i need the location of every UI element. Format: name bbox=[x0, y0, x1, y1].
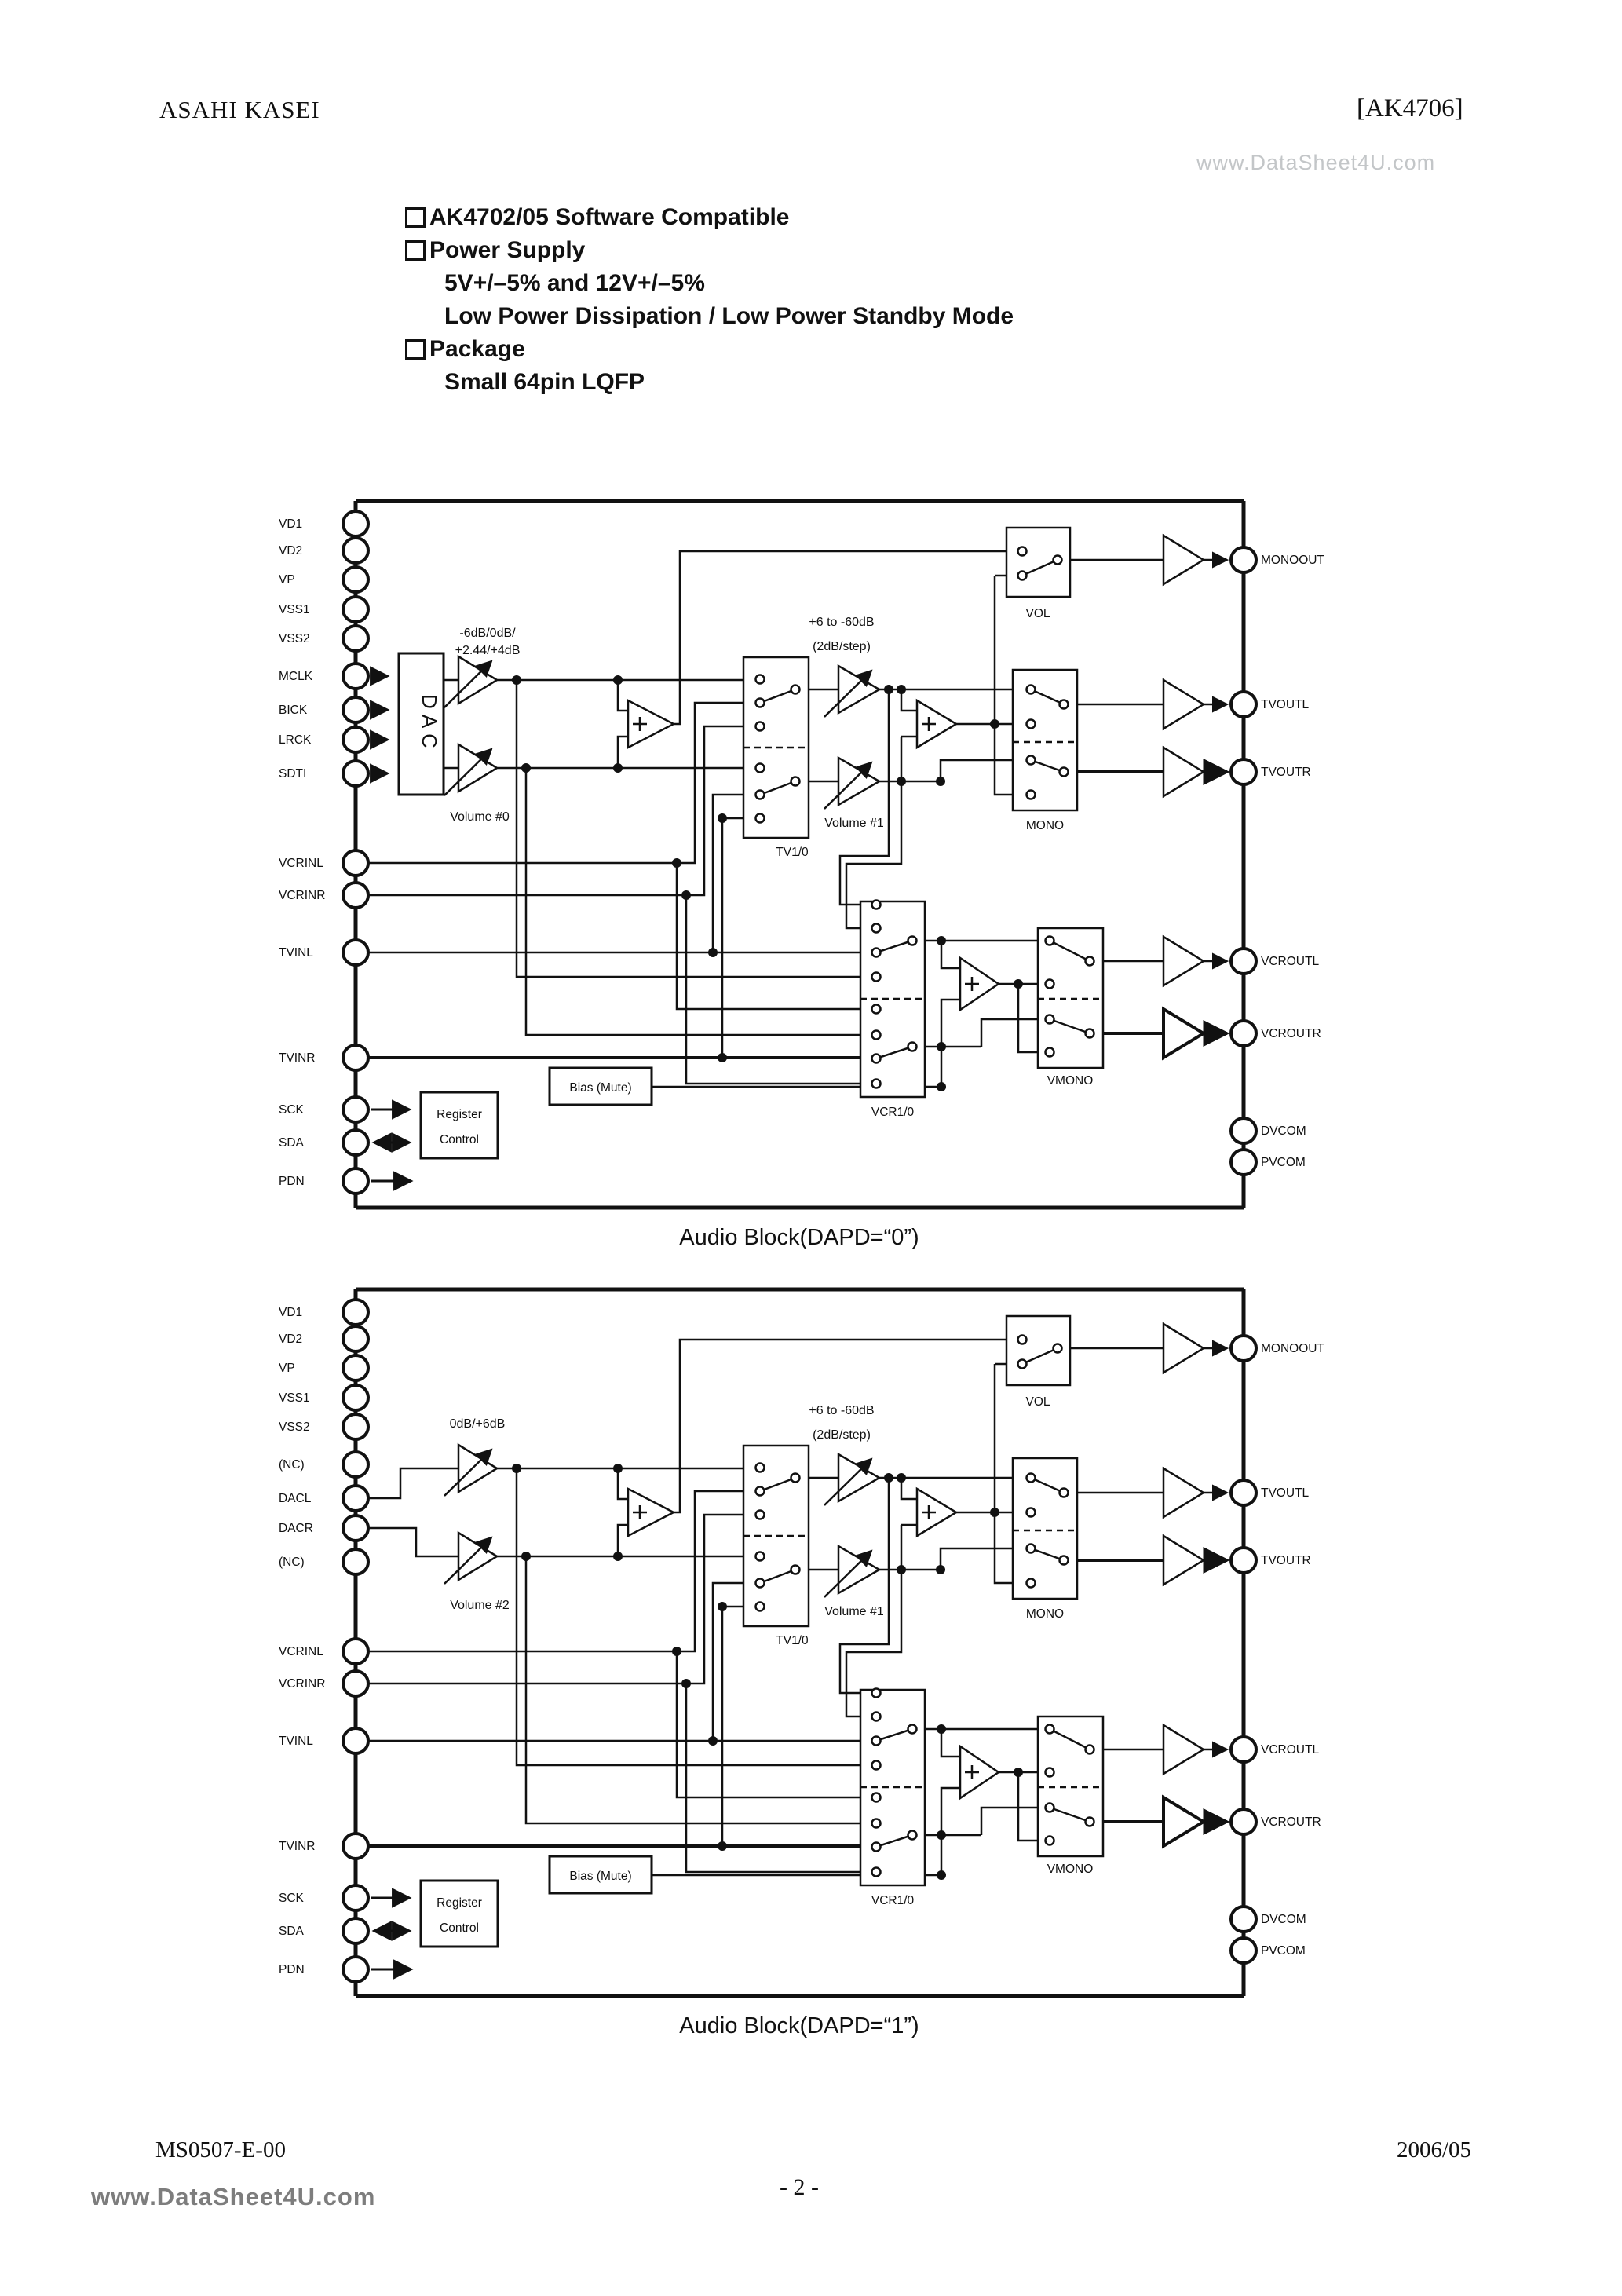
volume0-gain-label-1: -6dB/0dB/ bbox=[459, 627, 516, 640]
volume1-amp-left bbox=[824, 664, 882, 718]
diagram2-specific: (NC) DACL DACR (NC) 0dB/+6dB Volume #2 bbox=[279, 1417, 510, 1612]
pin-label-bick: BICK bbox=[279, 704, 308, 717]
pin-label-tvoutl: TVOUTL bbox=[1261, 698, 1310, 711]
pin-label-vd2: VD2 bbox=[279, 544, 302, 558]
pin-label-vss2: VSS2 bbox=[279, 632, 310, 645]
pin-label-vd1: VD1 bbox=[279, 517, 302, 531]
pin-label-nc2: (NC) bbox=[279, 1556, 305, 1569]
watermark-bottom: www.DataSheet4U.com bbox=[91, 2183, 376, 2210]
volume0-gain-label-2: +2.44/+4dB bbox=[455, 644, 521, 657]
feature-item: Package bbox=[405, 333, 1014, 366]
dac-direct-wires bbox=[369, 1467, 458, 1558]
diagram1-caption: Audio Block(DAPD=“0”) bbox=[679, 1225, 919, 1250]
feature-text: Package bbox=[429, 336, 525, 362]
register-label-2: Control bbox=[440, 1133, 479, 1146]
feature-subitem: 5V+/–5% and 12V+/–5% bbox=[405, 267, 1014, 300]
pin-label-vp: VP bbox=[279, 573, 295, 587]
footer-date: 2006/05 bbox=[1397, 2137, 1472, 2163]
pin-label-monoout: MONOOUT bbox=[1261, 554, 1324, 567]
pin-label-tvinr: TVINR bbox=[279, 1051, 316, 1065]
left-pins bbox=[342, 510, 370, 1195]
tv-gain-label-2: (2dB/step) bbox=[813, 640, 871, 653]
feature-text: Power Supply bbox=[429, 237, 586, 263]
volume2-label: Volume #2 bbox=[450, 1599, 510, 1612]
pin-label-pdn: PDN bbox=[279, 1175, 305, 1188]
feature-subitem: Low Power Dissipation / Low Power Standb… bbox=[405, 300, 1014, 333]
pin-label-mclk: MCLK bbox=[279, 670, 313, 683]
mono-switch-label: MONO bbox=[1026, 819, 1064, 832]
pin-label-dacr: DACR bbox=[279, 1522, 313, 1535]
dac-output-stubs bbox=[444, 678, 458, 770]
feature-text: Small 64pin LQFP bbox=[444, 369, 645, 395]
tv-switch-box bbox=[742, 656, 810, 839]
pin-label-sck: SCK bbox=[279, 1103, 305, 1117]
pin-label-vcroutl: VCROUTL bbox=[1261, 955, 1319, 968]
summing-amp-dac bbox=[627, 698, 676, 750]
feature-item: Power Supply bbox=[405, 234, 1014, 267]
feature-list: AK4702/05 Software Compatible Power Supp… bbox=[405, 201, 1014, 399]
audio-block-common-2 bbox=[279, 1289, 1324, 1996]
part-number: [AK4706] bbox=[1357, 94, 1463, 122]
checkbox-icon bbox=[405, 339, 426, 360]
pin-label-vcrinr: VCRINR bbox=[279, 889, 325, 902]
mono-switch-box bbox=[1011, 668, 1079, 812]
volume-amp-right bbox=[444, 742, 499, 796]
volume2-gain-label: 0dB/+6dB bbox=[450, 1417, 506, 1431]
summing-amp-vcr bbox=[959, 956, 1001, 1012]
output-buffers bbox=[1162, 533, 1207, 1061]
tv-gain-label-1: +6 to -60dB bbox=[809, 616, 874, 629]
tv-switch-label: TV1/0 bbox=[776, 846, 809, 859]
diagram2-caption: Audio Block(DAPD=“1”) bbox=[679, 2013, 919, 2038]
feature-item: AK4702/05 Software Compatible bbox=[405, 201, 1014, 234]
bias-label: Bias (Mute) bbox=[569, 1081, 631, 1095]
company-name: ASAHI KASEI bbox=[159, 96, 320, 123]
dac-block bbox=[397, 652, 445, 796]
audio-block-common: VD1 VD2 VP VSS1 VSS2 VCRINL VCRINR TVINL… bbox=[279, 499, 1324, 1210]
register-control-box bbox=[419, 1091, 499, 1160]
watermark-top: www.DataSheet4U.com bbox=[1196, 151, 1436, 174]
pin-label-sdti: SDTI bbox=[279, 767, 306, 781]
volume1-label: Volume #1 bbox=[824, 817, 884, 830]
vmono-switch-label: VMONO bbox=[1047, 1074, 1094, 1088]
volume0-label: Volume #0 bbox=[450, 810, 510, 824]
pin-label-nc1: (NC) bbox=[279, 1458, 305, 1472]
feature-subitem: Small 64pin LQFP bbox=[405, 366, 1014, 399]
vmono-switch-box bbox=[1036, 927, 1105, 1069]
pin-label-tvoutr: TVOUTR bbox=[1261, 766, 1311, 779]
checkbox-icon bbox=[405, 240, 426, 261]
pin-label-vcrinl: VCRINL bbox=[279, 857, 323, 870]
pin-label-vss1: VSS1 bbox=[279, 603, 310, 616]
feature-text: AK4702/05 Software Compatible bbox=[429, 204, 790, 230]
vcr-switch-label: VCR1/0 bbox=[871, 1106, 915, 1119]
bias-mute-box bbox=[548, 1066, 653, 1106]
vol-switch-box bbox=[1005, 526, 1072, 598]
dac-input-arrows bbox=[370, 666, 390, 784]
pin-label-pvcom: PVCOM bbox=[1261, 1156, 1306, 1169]
junction-dots bbox=[512, 675, 1023, 1091]
right-pins bbox=[1229, 546, 1258, 1176]
feature-text: Low Power Dissipation / Low Power Standb… bbox=[444, 303, 1014, 329]
wires bbox=[369, 550, 1230, 1191]
volume1-amp-right bbox=[824, 755, 882, 810]
footer-page-number: - 2 - bbox=[780, 2174, 819, 2200]
footer-document-number: MS0507-E-00 bbox=[155, 2137, 286, 2163]
pin-label-tvinl: TVINL bbox=[279, 946, 313, 960]
volume-amp-left bbox=[444, 654, 499, 708]
pin-label-sda: SDA bbox=[279, 1136, 305, 1150]
pin-label-lrck: LRCK bbox=[279, 733, 312, 747]
dac-label: DAC bbox=[418, 694, 441, 754]
vcr-switch-box bbox=[859, 899, 926, 1099]
checkbox-icon bbox=[405, 207, 426, 228]
pin-label-vcroutr: VCROUTR bbox=[1261, 1027, 1321, 1040]
pin-label-dvcom: DVCOM bbox=[1261, 1124, 1306, 1138]
register-label-1: Register bbox=[437, 1108, 482, 1121]
pin-label-dacl: DACL bbox=[279, 1492, 312, 1505]
feature-text: 5V+/–5% and 12V+/–5% bbox=[444, 270, 705, 296]
summing-amp-tv bbox=[915, 698, 959, 750]
vol-switch-label: VOL bbox=[1025, 607, 1050, 620]
diagram1-specific: DAC MCLK BICK LRCK SDTI -6dB/0dB/ +2.44/… bbox=[279, 627, 520, 824]
